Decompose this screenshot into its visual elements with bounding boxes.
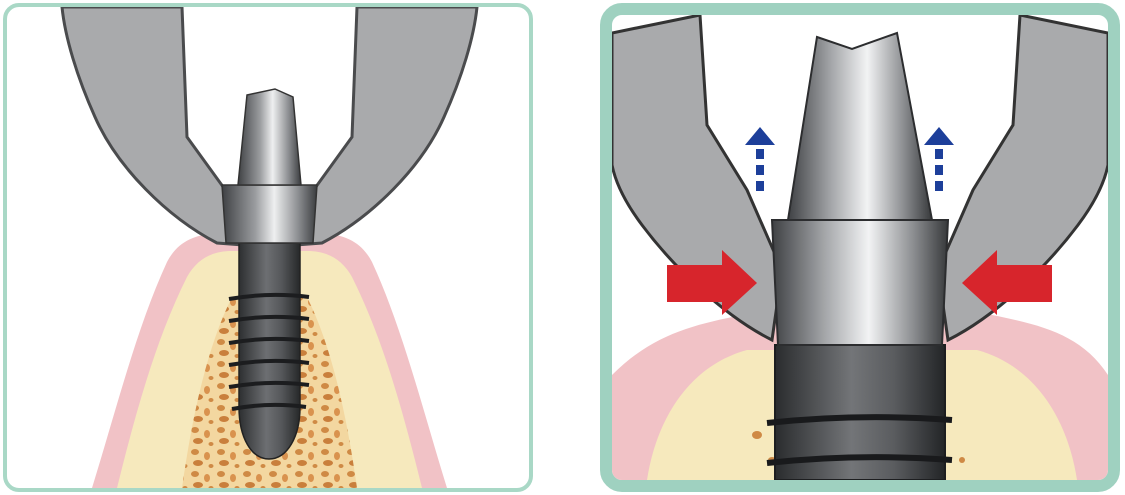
lift-arrow-left bbox=[745, 127, 775, 191]
implant-fixture bbox=[239, 243, 300, 459]
forceps-left-jaw bbox=[62, 7, 243, 245]
lift-arrow-right bbox=[924, 127, 954, 191]
abutment-collar bbox=[772, 220, 948, 345]
closeup-illustration bbox=[612, 15, 1108, 480]
abutment-post bbox=[788, 33, 932, 220]
overview-illustration bbox=[7, 7, 529, 488]
forceps-right-jaw bbox=[296, 7, 477, 245]
closeup-panel bbox=[600, 3, 1120, 492]
overview-panel bbox=[3, 3, 533, 492]
abutment-collar bbox=[222, 185, 317, 243]
abutment-post bbox=[238, 89, 301, 185]
